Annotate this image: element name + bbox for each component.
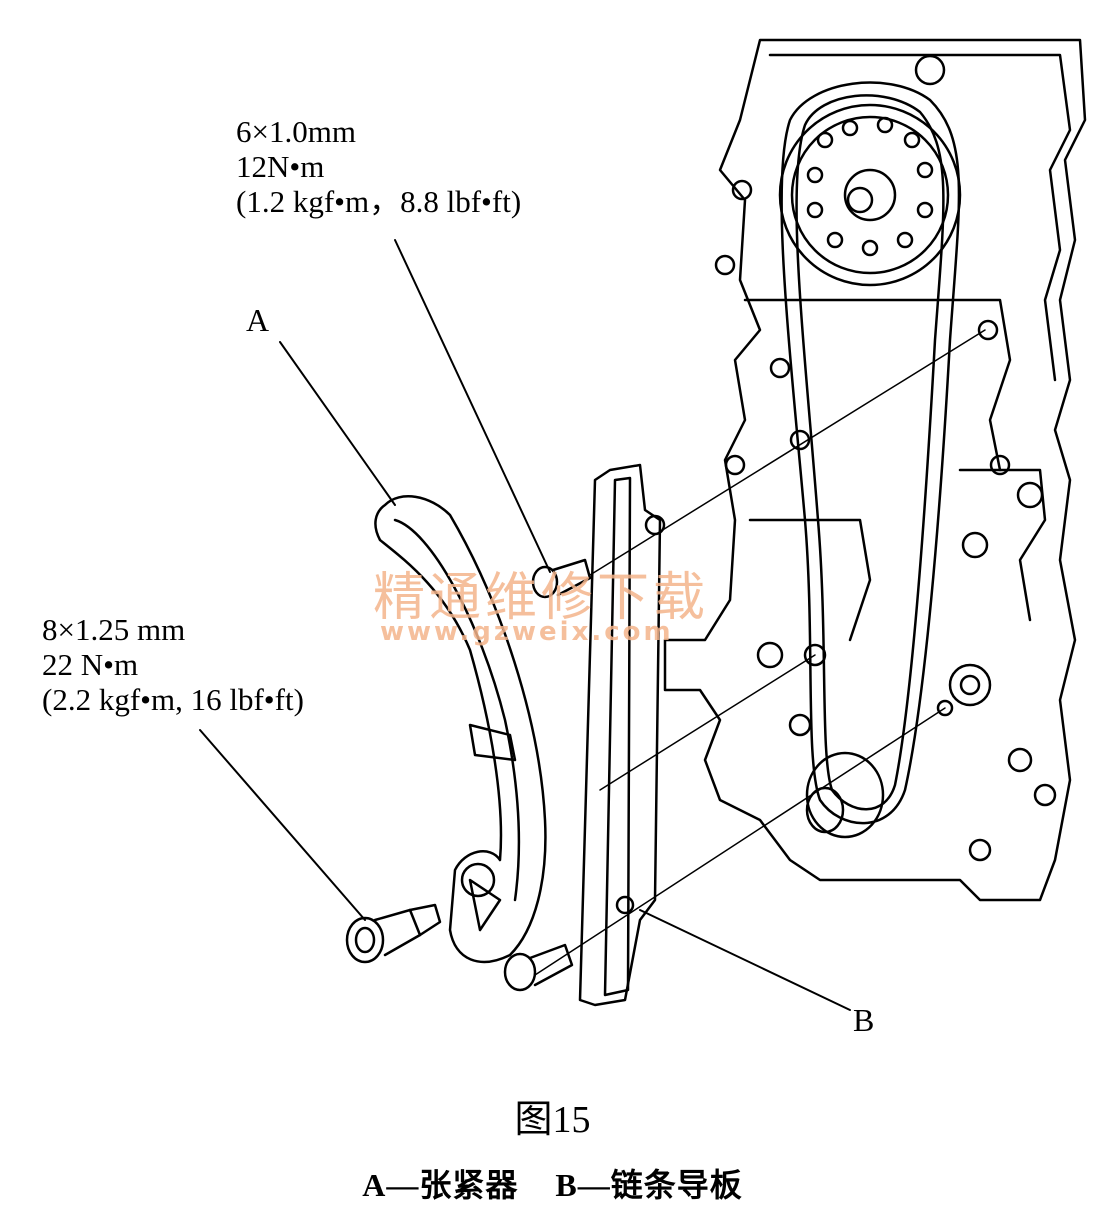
watermark-url: www.gzweix.com <box>380 617 674 647</box>
engine-block-outline <box>663 38 1087 902</box>
bolt-small <box>503 943 574 992</box>
crank-sprocket <box>805 751 885 839</box>
timing-chain <box>780 81 961 825</box>
figure-legend: A—张紧器 B—链条导板 <box>0 1160 1105 1206</box>
torque-value-top: 12N•m <box>236 149 325 184</box>
figure-title: 图15 <box>514 1099 591 1141</box>
torque-alt-top: (1.2 kgf•m，8.8 lbf•ft) <box>236 184 522 219</box>
watermark-text: 精通维修下载 <box>373 568 710 628</box>
bolt-size-top: 6×1.0mm <box>236 114 356 149</box>
callout-label-b: B <box>853 1002 875 1038</box>
torque-value-left: 22 N•m <box>42 647 139 682</box>
chain-guide <box>578 463 662 1007</box>
legend-item-b: B—链条导板 <box>555 1167 743 1203</box>
bolt-top <box>531 558 592 599</box>
bolt-size-left: 8×1.25 mm <box>42 612 186 647</box>
torque-spec-left: 8×1.25 mm 22 N•m (2.2 kgf•m, 16 lbf•ft) <box>42 612 304 717</box>
torque-spec-top: 6×1.0mm 12N•m (1.2 kgf•m，8.8 lbf•ft) <box>236 114 521 219</box>
tensioner-arm <box>374 495 547 964</box>
callout-label-a: A <box>246 302 270 338</box>
torque-alt-left: (2.2 kgf•m, 16 lbf•ft) <box>42 682 304 717</box>
legend-item-a: A—张紧器 <box>362 1167 519 1203</box>
bolt-large <box>345 903 442 964</box>
